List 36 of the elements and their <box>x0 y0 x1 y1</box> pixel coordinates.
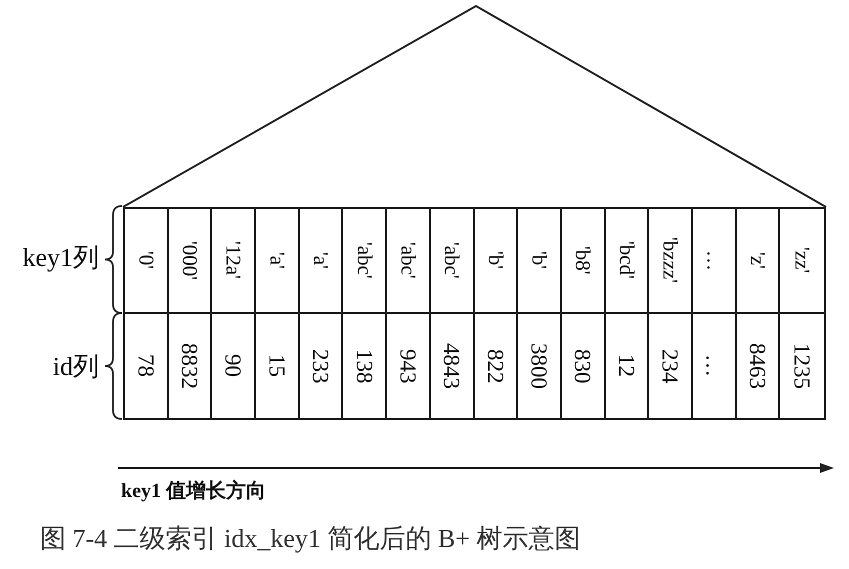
id-value-cell: 4843 <box>430 314 474 418</box>
id-value-cell: 138 <box>343 314 388 418</box>
key1-value-cell: 'b' <box>518 209 562 314</box>
key1-value-cell: 'b' <box>474 209 518 314</box>
id-value-cell: … <box>692 314 737 418</box>
key1-value-cell: '0' <box>125 209 169 314</box>
id-value-cell: 830 <box>562 314 606 418</box>
key1-value-cell: 'a' <box>300 209 344 314</box>
axis-label: key1 值增长方向 <box>121 478 266 504</box>
key1-value-cell: 'b8' <box>562 209 606 314</box>
id-value-cell: 12 <box>606 314 650 418</box>
id-value-cell: 15 <box>256 314 300 418</box>
key1-value-cell: '12a' <box>212 209 256 314</box>
key1-value-cell: … <box>692 209 737 314</box>
id-value-cell: 8832 <box>168 314 212 418</box>
key1-value-cell: 'zz' <box>780 209 824 314</box>
id-value-cell: 233 <box>300 314 344 418</box>
figure-caption: 图 7-4 二级索引 idx_key1 简化后的 B+ 树示意图 <box>40 523 580 555</box>
id-value-cell: 78 <box>125 314 169 418</box>
id-value-cell-text: 1235 <box>788 342 816 391</box>
id-value-cell: 3800 <box>518 314 562 418</box>
key1-value-cell: 'a' <box>256 209 300 314</box>
key1-value-cell: 'bcd' <box>606 209 650 314</box>
key1-value-cell: 'abc' <box>343 209 388 314</box>
key1-value-cell: 'bzzz' <box>649 209 693 314</box>
key1-value-cell: 'z' <box>736 209 780 314</box>
key1-value-cell: '000' <box>168 209 212 314</box>
id-value-cell: 90 <box>212 314 256 418</box>
key1-value-cell: 'abc' <box>387 209 431 314</box>
id-value-cell: 234 <box>649 314 693 418</box>
id-value-cell: 822 <box>474 314 518 418</box>
key1-value-cell: 'abc' <box>430 209 474 314</box>
row-label: key1列 <box>21 243 99 273</box>
id-value-cell: 943 <box>387 314 431 418</box>
row-label: id列 <box>52 352 99 382</box>
id-value-cell: 8463 <box>736 314 780 418</box>
